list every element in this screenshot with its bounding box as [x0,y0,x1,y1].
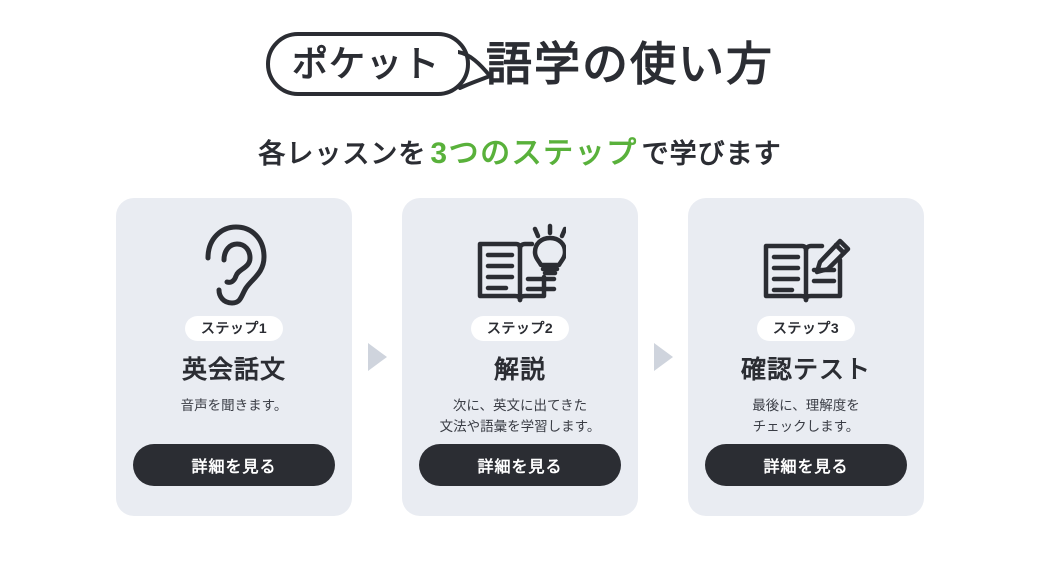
brand-name: ポケット [291,43,440,84]
speech-bubble-tail-icon [458,50,492,90]
step-card-3[interactable]: ステップ3 確認テスト 最後に、理解度を チェックします。 詳細を見る [688,198,924,516]
step-card-1[interactable]: ステップ1 英会話文 音声を聞きます。 詳細を見る [116,198,352,516]
step-badge-1: ステップ1 [184,316,284,341]
step-description-line: チェックします。 [752,418,860,434]
step-separator-1 [352,198,402,516]
arrow-right-icon [367,343,387,371]
subtitle-prefix: 各レッスンを [258,139,427,169]
step-description-3: 最後に、理解度を チェックします。 [752,396,860,438]
page-title-text: 語学の使い方 [486,38,774,90]
page-title: ポケット 語学の使い方 [0,26,1040,102]
step-description-line: 最後に、理解度を [752,398,860,413]
book-pencil-icon [760,222,852,308]
step-description-line: 文法や語彙を学習します。 [439,418,601,434]
subtitle-suffix: で学びます [641,139,782,169]
step-description-line: 音声を聞きます。 [180,398,288,413]
ear-icon [196,222,272,308]
arrow-right-icon [653,343,673,371]
step-card-2[interactable]: ステップ2 解説 次に、英文に出てきた 文法や語彙を学習します。 詳細を見る [402,198,638,516]
book-lightbulb-icon [474,222,566,308]
step-description-line: 次に、英文に出てきた [452,398,588,413]
step-detail-button-2[interactable]: 詳細を見る [419,444,621,486]
step-separator-2 [638,198,688,516]
step-badge-3: ステップ3 [756,316,856,341]
step-badge-2: ステップ2 [470,316,570,341]
brand-speech-bubble: ポケット [265,32,492,96]
step-title-2: 解説 [493,356,546,384]
step-detail-button-1[interactable]: 詳細を見る [133,444,335,486]
step-description-2: 次に、英文に出てきた 文法や語彙を学習します。 [440,396,601,438]
step-detail-button-3[interactable]: 詳細を見る [705,444,907,486]
step-title-3: 確認テスト [740,356,871,384]
subtitle-accent: 3つのステップ [430,137,638,170]
step-description-1: 音声を聞きます。 [181,396,288,417]
step-title-1: 英会話文 [181,356,286,384]
steps-row: ステップ1 英会話文 音声を聞きます。 詳細を見る [0,198,1040,516]
